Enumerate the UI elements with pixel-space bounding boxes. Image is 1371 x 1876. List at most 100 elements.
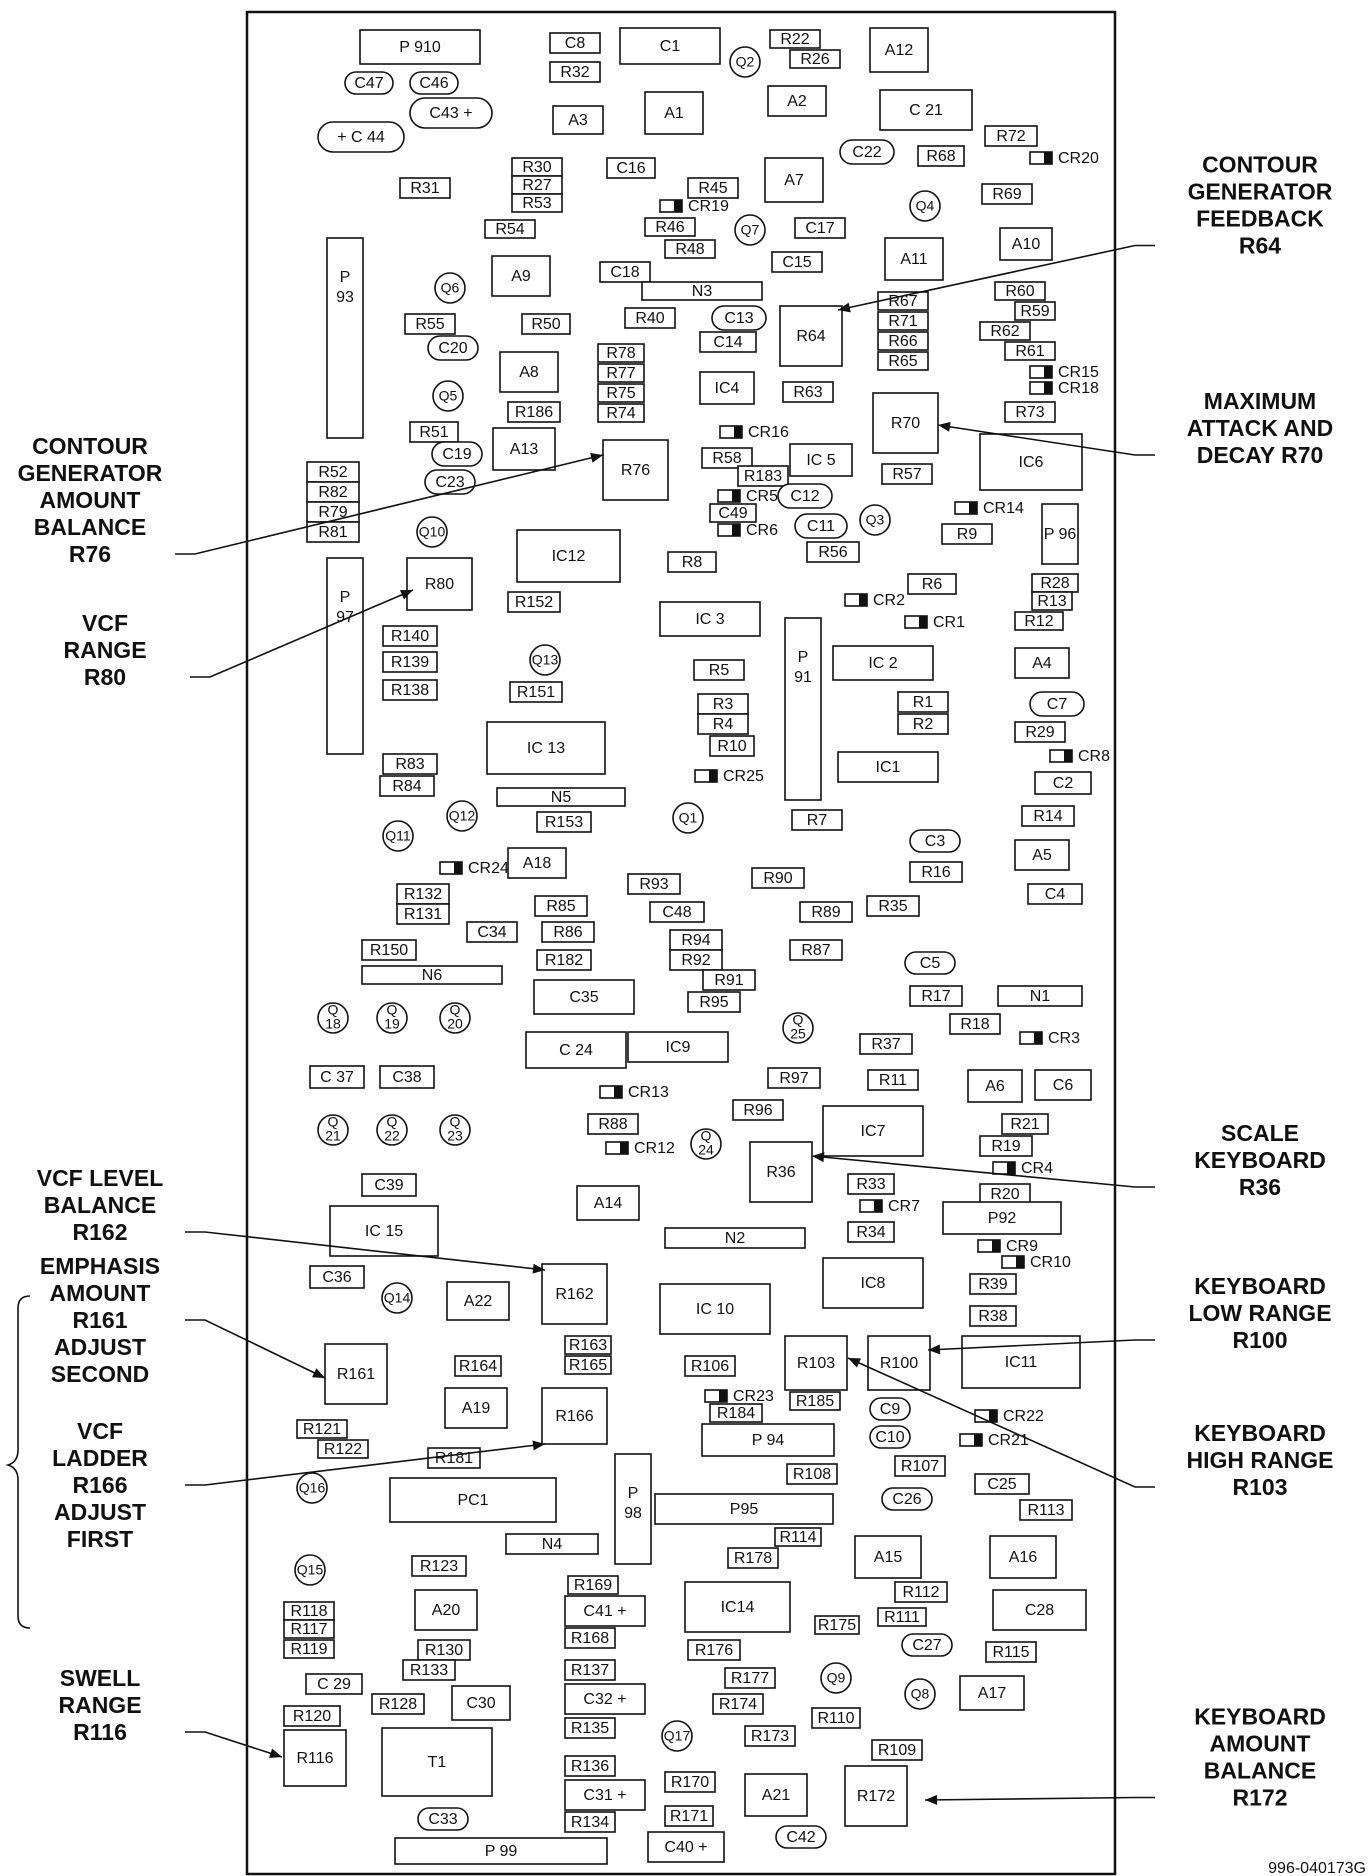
component-label: C20 bbox=[438, 340, 467, 357]
component-r50: R50 bbox=[521, 313, 571, 335]
component-label: R121 bbox=[303, 1421, 341, 1438]
component-label: A16 bbox=[1009, 1549, 1038, 1566]
component-r9: R9 bbox=[941, 523, 993, 545]
component-body bbox=[486, 721, 606, 775]
callout-text: MAXIMUM bbox=[1204, 388, 1316, 414]
component-body bbox=[711, 305, 767, 331]
component-label: R165 bbox=[569, 1357, 607, 1374]
diode-band bbox=[1044, 152, 1052, 164]
component-label: R12 bbox=[1024, 613, 1053, 630]
transistor-label: Q6 bbox=[441, 280, 460, 296]
transistor-label: Q bbox=[793, 1012, 804, 1028]
component-label: A17 bbox=[978, 1685, 1007, 1702]
component-label: R119 bbox=[290, 1641, 327, 1658]
component-c3: C3 bbox=[909, 829, 961, 853]
component-r96: R96 bbox=[732, 1099, 784, 1121]
diode-cr20: CR20 bbox=[1029, 150, 1099, 167]
component-label: C19 bbox=[442, 446, 471, 463]
component-label: R92 bbox=[681, 952, 710, 969]
component-body bbox=[507, 591, 561, 613]
component-c11: C11 bbox=[794, 513, 848, 539]
component-body bbox=[839, 139, 895, 165]
component-body bbox=[811, 1707, 861, 1729]
component-body bbox=[306, 521, 360, 543]
component-r153: R153 bbox=[536, 811, 592, 833]
component-label: R84 bbox=[392, 778, 421, 795]
component-body bbox=[1014, 721, 1066, 743]
transistor-q7: Q7 bbox=[734, 214, 766, 246]
component-c4: C4 bbox=[1027, 883, 1083, 905]
component-c6: C6 bbox=[1034, 1069, 1092, 1101]
component-c10: C10 bbox=[869, 1425, 911, 1449]
transistor-label: Q15 bbox=[297, 1562, 324, 1578]
component-r119: R119 bbox=[283, 1639, 335, 1659]
transistor-body bbox=[820, 1662, 852, 1694]
component-label: R94 bbox=[681, 932, 710, 949]
callout-text: RANGE bbox=[58, 1692, 141, 1718]
component-body bbox=[564, 1595, 646, 1627]
transistor-q-25: Q25 bbox=[782, 1012, 814, 1044]
diode-cr22: CR22 bbox=[974, 1408, 1044, 1425]
diode-label: CR6 bbox=[746, 522, 778, 539]
component-ic-13: IC 13 bbox=[486, 721, 606, 775]
component-label: R17 bbox=[921, 988, 950, 1005]
component-body bbox=[576, 1185, 640, 1221]
component-label: R74 bbox=[606, 405, 635, 422]
component-body bbox=[424, 469, 476, 495]
component-r65: R65 bbox=[877, 351, 929, 371]
component-body bbox=[669, 949, 723, 971]
component-body bbox=[967, 1069, 1023, 1103]
diode-cr18: CR18 bbox=[1029, 380, 1099, 397]
component-label: 97 bbox=[336, 609, 354, 626]
transistor-q5: Q5 bbox=[432, 380, 464, 412]
transistor-label: Q14 bbox=[384, 1290, 411, 1306]
component-body bbox=[664, 1805, 714, 1827]
component-r62: R62 bbox=[979, 321, 1031, 341]
component-body bbox=[525, 1031, 627, 1069]
component-body bbox=[344, 71, 394, 95]
callout-text: KEYBOARD bbox=[1194, 1147, 1326, 1173]
component-label: R28 bbox=[1040, 575, 1069, 592]
diode-band bbox=[1044, 382, 1052, 394]
component-body bbox=[1027, 883, 1083, 905]
component-ic-5: IC 5 bbox=[789, 443, 853, 477]
component-r140: R140 bbox=[382, 625, 438, 647]
component-body bbox=[317, 1439, 369, 1459]
component-r162: R162 bbox=[541, 1263, 608, 1325]
component-body bbox=[961, 1335, 1081, 1389]
component-label: R184 bbox=[717, 1405, 755, 1422]
component-r7: R7 bbox=[791, 809, 843, 831]
component-label: IC 5 bbox=[806, 452, 835, 469]
transistor-q13: Q13 bbox=[529, 644, 561, 676]
component-c23: C23 bbox=[424, 469, 476, 495]
diode-label: CR1 bbox=[933, 614, 965, 631]
component-body bbox=[444, 1387, 508, 1429]
callout-text: BALANCE bbox=[44, 1192, 156, 1218]
component-body bbox=[709, 1403, 763, 1423]
component-body bbox=[904, 951, 956, 975]
component-r138: R138 bbox=[382, 679, 438, 701]
component-body bbox=[564, 1683, 646, 1715]
component-c32: C32 + bbox=[564, 1683, 646, 1715]
component-r64: R64 bbox=[779, 305, 843, 367]
transistor-label: Q12 bbox=[449, 808, 476, 824]
component-r90: R90 bbox=[751, 867, 805, 889]
component-body bbox=[897, 691, 949, 713]
component-body bbox=[466, 921, 518, 943]
component-label: C6 bbox=[1053, 1077, 1074, 1094]
arrow-head bbox=[838, 302, 851, 313]
component-body bbox=[619, 27, 721, 65]
component-body bbox=[597, 363, 645, 383]
component-ic7: IC7 bbox=[822, 1105, 924, 1157]
component-body bbox=[859, 1033, 913, 1055]
component-r92: R92 bbox=[669, 949, 723, 971]
component-r169: R169 bbox=[567, 1575, 619, 1595]
component-body bbox=[949, 1013, 1001, 1035]
component-label: R85 bbox=[546, 898, 575, 915]
component-body bbox=[427, 335, 479, 361]
component-r18: R18 bbox=[949, 1013, 1001, 1035]
component-body bbox=[406, 557, 473, 611]
component-c35: C35 bbox=[533, 979, 635, 1015]
component-body bbox=[693, 659, 745, 681]
